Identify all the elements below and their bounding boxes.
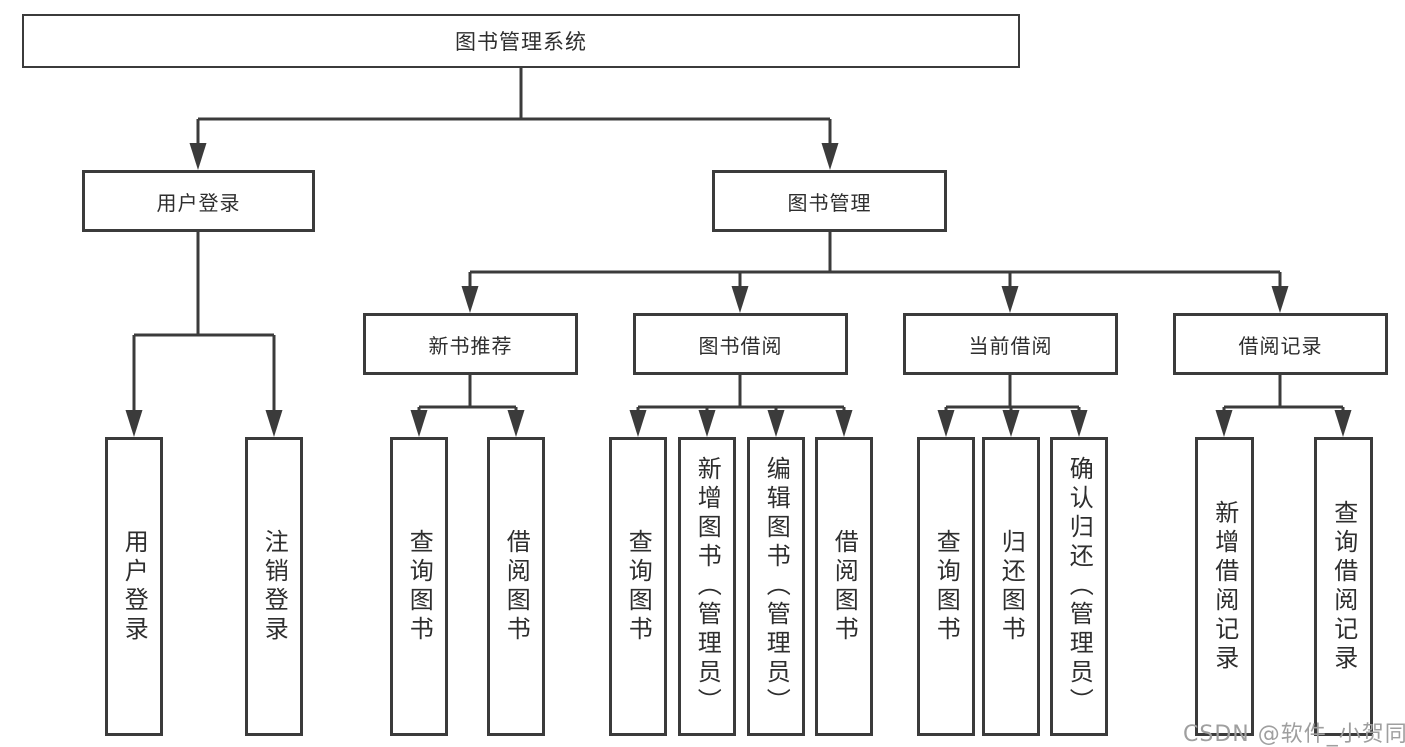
leaf-query-books-borrowing: 查询图书	[609, 437, 667, 736]
node-current-borrowing: 当前借阅	[903, 313, 1118, 375]
node-label: 确认归还（管理员）	[1065, 456, 1094, 717]
node-label: 编辑图书（管理员）	[762, 456, 791, 717]
leaf-edit-books-admin: 编辑图书（管理员）	[747, 437, 805, 736]
node-label: 新增借阅记录	[1210, 499, 1239, 674]
leaf-return-books: 归还图书	[982, 437, 1040, 736]
node-label: 用户登录	[120, 528, 149, 645]
node-book-management: 图书管理	[712, 170, 947, 232]
leaf-add-borrow-record: 新增借阅记录	[1195, 437, 1254, 736]
node-new-book-recommend: 新书推荐	[363, 313, 578, 375]
node-label: 图书管理系统	[455, 30, 587, 54]
node-book-borrowing: 图书借阅	[633, 313, 848, 375]
node-label: 借阅图书	[830, 528, 859, 645]
leaf-query-borrow-record: 查询借阅记录	[1314, 437, 1373, 736]
node-library-management-system: 图书管理系统	[22, 14, 1020, 68]
node-label: 查询图书	[624, 528, 653, 645]
node-label: 当前借阅	[968, 333, 1053, 358]
node-label: 注销登录	[260, 528, 289, 645]
node-label: 借阅图书	[502, 528, 531, 645]
leaf-add-books-admin: 新增图书（管理员）	[678, 437, 736, 736]
node-label: 归还图书	[997, 528, 1026, 645]
leaf-borrow-books: 借阅图书	[815, 437, 873, 736]
node-label: 图书借阅	[698, 333, 783, 358]
node-label: 用户登录	[156, 190, 241, 215]
node-borrowing-records: 借阅记录	[1173, 313, 1388, 375]
leaf-logout: 注销登录	[245, 437, 303, 736]
leaf-confirm-return-admin: 确认归还（管理员）	[1050, 437, 1108, 736]
node-label: 新书推荐	[428, 333, 513, 358]
csdn-watermark: CSDN @软件_小贺同学	[1183, 722, 1405, 747]
node-label: 查询借阅记录	[1329, 499, 1358, 674]
node-label: 借阅记录	[1238, 333, 1323, 358]
node-label: 新增图书（管理员）	[693, 456, 722, 717]
node-user-login: 用户登录	[82, 170, 315, 232]
node-label: 查询图书	[932, 528, 961, 645]
leaf-borrow-books-recommend: 借阅图书	[487, 437, 545, 736]
leaf-query-books-recommend: 查询图书	[390, 437, 448, 736]
node-label: 查询图书	[405, 528, 434, 645]
leaf-query-books-current: 查询图书	[917, 437, 975, 736]
node-label: 图书管理	[787, 190, 872, 215]
leaf-user-login: 用户登录	[105, 437, 163, 736]
